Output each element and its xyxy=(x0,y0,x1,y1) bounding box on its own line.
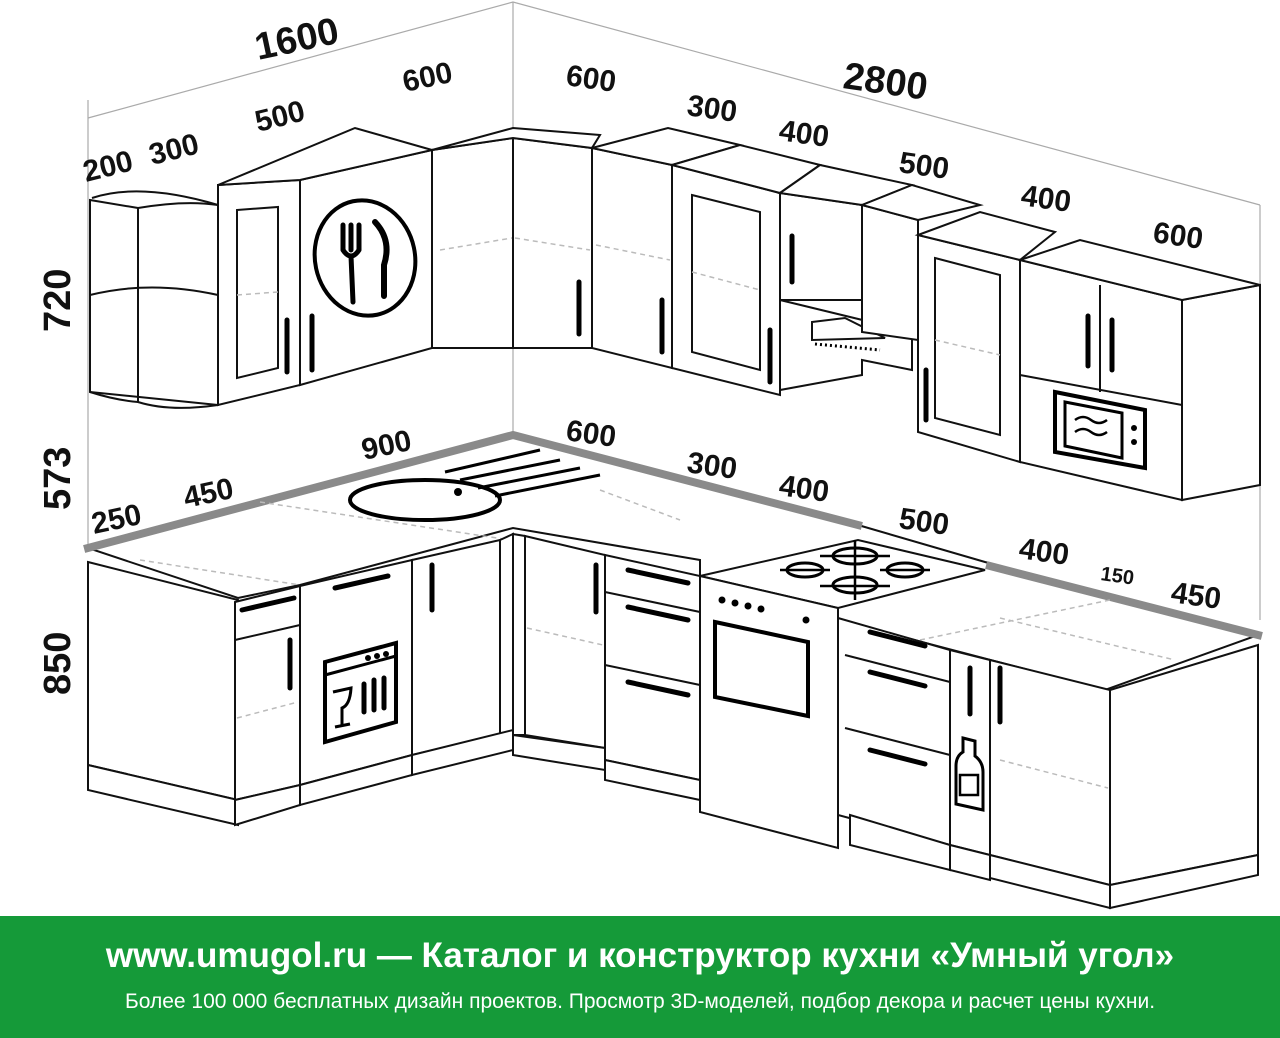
banner-subtitle: Более 100 000 бесплатных дизайн проектов… xyxy=(124,990,1156,1013)
dim-upper-left-2: 300 xyxy=(146,128,203,172)
dim-total-right: 2800 xyxy=(841,55,931,108)
lower-drawer-cabinet-300 xyxy=(604,553,701,802)
countertop xyxy=(83,430,1263,692)
upper-plate-cabinet xyxy=(217,126,433,387)
walls xyxy=(87,1,1261,620)
oven-icon xyxy=(699,574,839,850)
dim-upper-left-3: 500 xyxy=(252,95,309,139)
dim-lower-right-7: 450 xyxy=(1169,576,1223,616)
dim-lower-right-2: 300 xyxy=(685,446,739,486)
dim-height-lower: 850 xyxy=(37,632,79,695)
dim-upper-right-6: 600 xyxy=(1151,216,1205,256)
footer-banner: www.umugol.ru — Каталог и конструктор ку… xyxy=(0,916,1280,1038)
dim-height-gap: 573 xyxy=(37,447,79,510)
lower-drawer-cabinet-400 xyxy=(837,616,951,872)
upper-microwave-cabinet xyxy=(1016,238,1261,502)
upper-corner-cabinet xyxy=(431,126,602,349)
dim-lower-right-3: 400 xyxy=(777,469,831,509)
sink-icon xyxy=(348,448,601,522)
dim-lower-right-6: 150 xyxy=(1099,563,1135,589)
kitchen-diagram: 1600 2800 200 300 500 600 600 300 400 50… xyxy=(37,1,1263,910)
dim-upper-right-5: 400 xyxy=(1019,179,1073,219)
dim-upper-right-2: 300 xyxy=(685,89,739,129)
dim-lower-right-4: 500 xyxy=(897,502,951,542)
upper-cabinet-500 xyxy=(858,183,984,342)
dim-upper-right-1: 600 xyxy=(564,59,618,99)
lower-corner-cabinet-right xyxy=(512,532,606,772)
dim-lower-right-5: 400 xyxy=(1017,532,1071,572)
lower-bottle-cabinet xyxy=(949,648,991,882)
lower-dishwasher xyxy=(299,558,413,807)
cutlery-plate-icon xyxy=(312,198,418,318)
banner-title[interactable]: www.umugol.ru — Каталог и конструктор ку… xyxy=(105,936,1175,975)
dim-upper-left-4: 600 xyxy=(400,56,456,99)
dishwasher-icon xyxy=(323,640,398,745)
upper-open-shelf xyxy=(89,190,219,409)
dim-height-upper: 720 xyxy=(37,269,79,332)
dim-upper-right-3: 400 xyxy=(777,114,831,154)
dim-upper-right-4: 500 xyxy=(897,146,951,186)
upper-glass-cabinet-left xyxy=(217,178,301,407)
bottle-icon xyxy=(954,736,985,812)
dim-lower-right-1: 600 xyxy=(564,414,618,454)
lower-cabinet-250 xyxy=(87,560,239,827)
dimension-labels: 1600 2800 200 300 500 600 600 300 400 50… xyxy=(37,10,1223,695)
lower-cabinet-450 xyxy=(989,643,1259,910)
microwave-icon xyxy=(1053,389,1147,471)
lower-cabinet-drawer-left xyxy=(234,584,301,827)
dim-total-left: 1600 xyxy=(251,10,342,69)
lower-corner-cabinet-left xyxy=(411,532,514,777)
upper-glass-cabinet-right xyxy=(668,143,823,397)
